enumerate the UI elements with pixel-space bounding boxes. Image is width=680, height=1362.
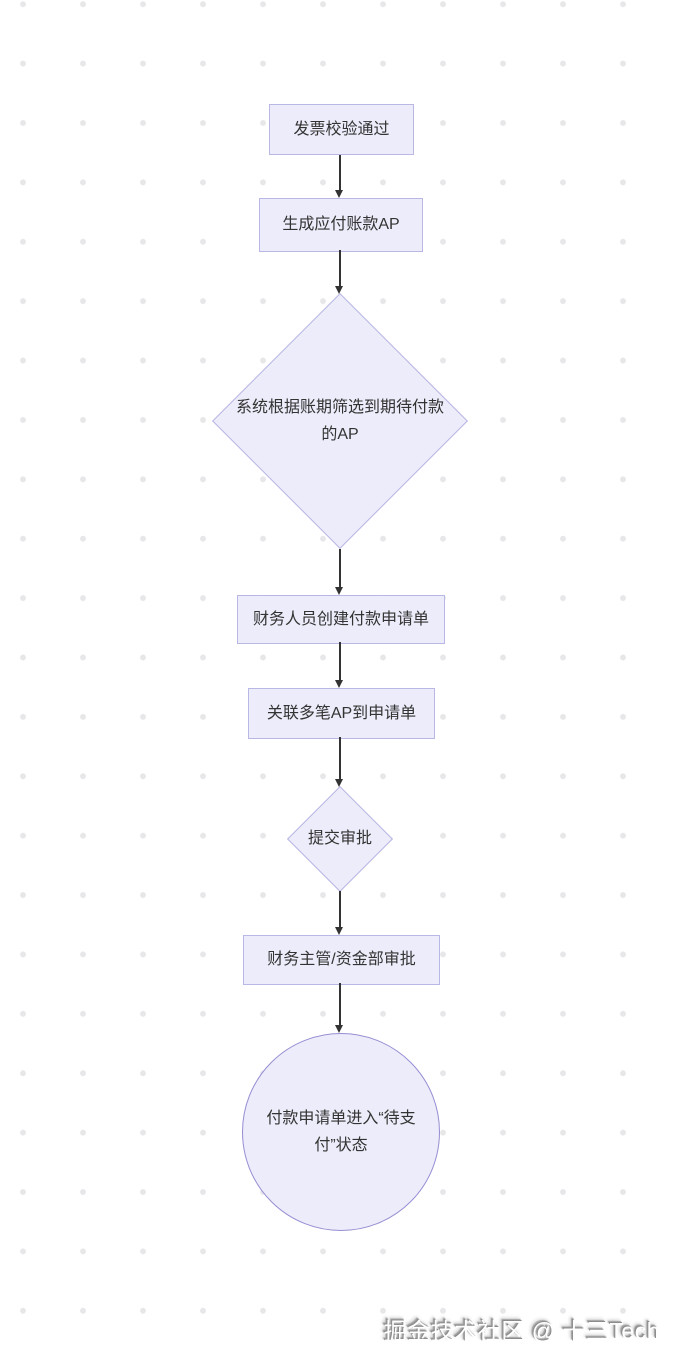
node-generate-ap: 生成应付账款AP bbox=[259, 198, 423, 252]
decision-filter-due-ap: 系统根据账期筛选到期待付款的AP bbox=[212, 293, 468, 549]
node-label: 生成应付账款AP bbox=[282, 216, 400, 233]
arrowhead-icon bbox=[335, 190, 343, 198]
arrowhead-icon bbox=[335, 587, 343, 595]
node-finance-treasury-approval: 财务主管/资金部审批 bbox=[243, 935, 440, 985]
edge-line bbox=[339, 155, 341, 190]
arrowhead-icon bbox=[335, 1025, 343, 1033]
edge-line bbox=[339, 549, 341, 587]
arrowhead-icon bbox=[335, 927, 343, 935]
arrowhead-icon bbox=[335, 779, 343, 787]
edge-line bbox=[339, 250, 341, 286]
node-label: 财务人员创建付款申请单 bbox=[252, 610, 429, 628]
arrowhead-icon bbox=[335, 286, 343, 294]
decision-submit-approval: 提交审批 bbox=[286, 785, 394, 893]
edge-line bbox=[339, 891, 341, 927]
node-label: 发票校验通过 bbox=[293, 120, 390, 138]
arrowhead-icon bbox=[335, 680, 343, 688]
node-label: 提交审批 bbox=[307, 830, 372, 848]
watermark-text: 掘金技术社区 @ 十三Tech bbox=[383, 1318, 660, 1344]
node-label: 关联多笔AP到申请单 bbox=[266, 704, 417, 722]
node-link-aps-to-request: 关联多笔AP到申请单 bbox=[248, 688, 435, 739]
node-label: 财务主管/资金部审批 bbox=[267, 951, 416, 968]
node-create-payment-request: 财务人员创建付款申请单 bbox=[237, 595, 445, 644]
edge-line bbox=[339, 737, 341, 779]
edge-line bbox=[339, 642, 341, 680]
edge-line bbox=[339, 983, 341, 1025]
node-label: 系统根据账期筛选到期待付款的AP bbox=[236, 398, 445, 443]
node-invoice-verification-passed: 发票校验通过 bbox=[269, 104, 414, 155]
node-label: 付款申请单进入“待支付”状态 bbox=[266, 1109, 416, 1154]
terminal-pending-payment-status: 付款申请单进入“待支付”状态 bbox=[242, 1033, 440, 1231]
